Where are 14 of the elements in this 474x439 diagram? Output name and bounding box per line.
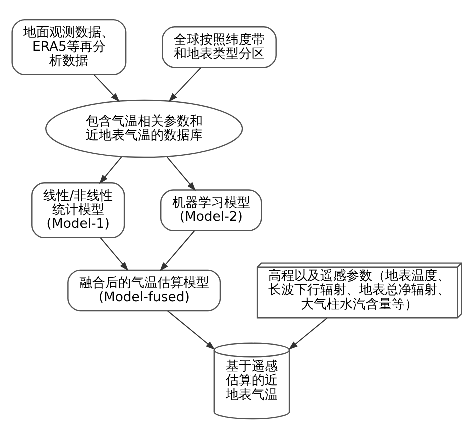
arrow (168, 68, 202, 102)
arrow (160, 230, 196, 272)
node-box: 线性/非线性统计模型 (Model-1) (32, 182, 126, 239)
node-box: 机器学习模型 (Model-2) (160, 190, 262, 232)
arrow (167, 157, 196, 192)
arrow (100, 238, 129, 272)
node-box: 全球按照纬度带和地表类型分区 (162, 26, 277, 68)
arrow (168, 310, 216, 350)
arrow (99, 157, 122, 184)
node-box: 地面观测数据、ERA5等再分析数据 (12, 19, 127, 76)
node-ellipse: 包含气温相关参数和近地表气温的数据库 (46, 100, 244, 158)
node-box: 融合后的气温估算模型 (Model-fused) (68, 270, 222, 312)
arrow (288, 318, 328, 350)
arrow (94, 74, 120, 102)
